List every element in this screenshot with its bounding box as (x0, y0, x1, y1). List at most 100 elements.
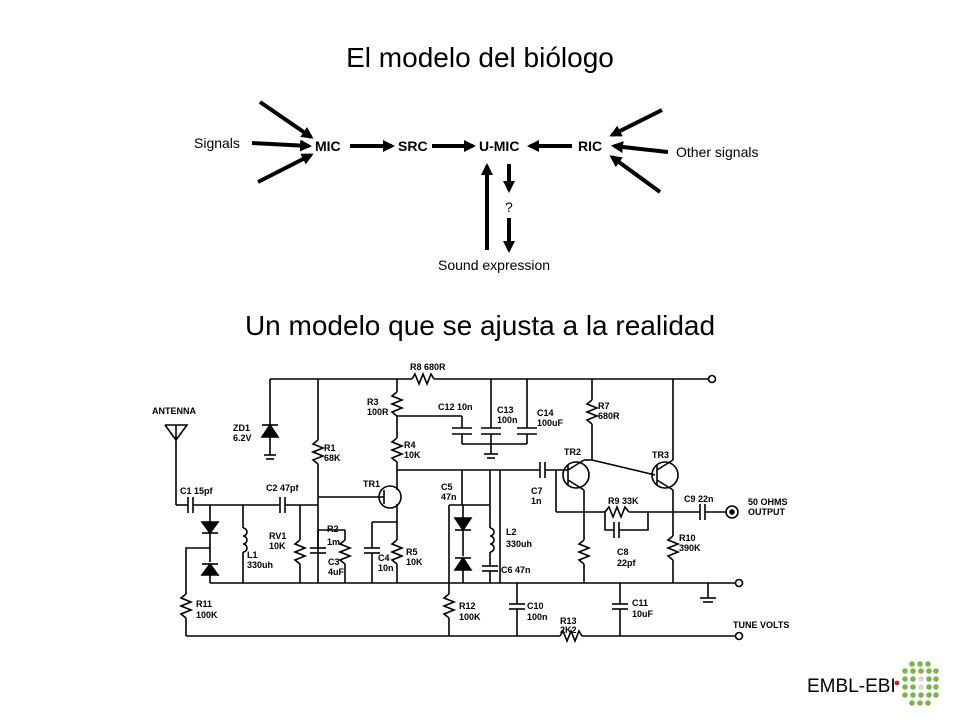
signal-arrow-2 (251, 139, 312, 152)
label-c10: C10 (527, 601, 544, 611)
label-r10-value: 390K (679, 543, 701, 553)
label-c12: C12 10n (438, 402, 473, 412)
label-r7: R7 (598, 401, 610, 411)
resistor-r3 (389, 391, 405, 417)
label-c11: C11 (632, 598, 648, 608)
label-c2: C2 47pf (266, 483, 300, 493)
bio-model-diagram: Signals Other signals MIC SRC U-MIC RIC … (194, 100, 758, 273)
resistor-r8 (411, 371, 435, 387)
label-c3-value: 4uF (328, 567, 345, 577)
question-mark: ? (505, 199, 513, 215)
label-c11-value: 10uF (632, 609, 654, 619)
node-ric: RIC (578, 138, 602, 154)
label-r11: R11 (196, 599, 212, 609)
label-c14-value: 100uF (537, 418, 564, 428)
inductor-l2 (489, 527, 495, 553)
embl-ebi-logo-text: EMBL-EBI (807, 676, 896, 697)
inductor-l1 (242, 527, 248, 553)
label-c8-value: 22pf (617, 558, 637, 568)
sound-expression-label: Sound expression (438, 257, 550, 273)
label-r11-value: 100K (196, 610, 218, 620)
label-r2: R2 (327, 524, 339, 534)
label-l2-value: 330uh (506, 539, 532, 549)
output-connector (725, 505, 739, 519)
zener-zd1 (260, 423, 280, 438)
label-tr3: TR3 (652, 450, 669, 460)
slide-title-top: El modelo del biólogo (346, 42, 614, 73)
label-rv1: RV1 (269, 531, 286, 541)
resistor-r9 (604, 504, 630, 520)
label-tune-volts: TUNE VOLTS (733, 620, 789, 630)
resistor-r11 (178, 593, 194, 619)
resistor-r2 (337, 539, 353, 565)
label-r2-value: 1m (327, 537, 340, 547)
label-c14: C14 (537, 408, 554, 418)
potentiometer-rv1 (292, 539, 308, 565)
node-u-mic: U-MIC (479, 138, 519, 154)
label-r7-value: 680R (598, 411, 620, 421)
label-tr2: TR2 (564, 447, 581, 457)
label-c10-value: 100n (527, 612, 548, 622)
label-output-ohms: 50 OHMS (748, 497, 788, 507)
varicap-diode-3 (453, 517, 473, 532)
radio-circuit-schematic (164, 371, 744, 644)
signals-label: Signals (194, 135, 240, 151)
label-r9: R9 33K (608, 496, 639, 506)
label-c6: C6 47n (501, 565, 531, 575)
label-antenna: ANTENNA (152, 406, 196, 416)
other-signal-arrow-1 (609, 108, 663, 137)
label-r3-value: 100R (367, 407, 389, 417)
label-c5-value: 47n (441, 492, 457, 502)
node-mic: MIC (315, 138, 341, 154)
label-r12-value: 100K (459, 612, 481, 622)
label-r4: R4 (404, 440, 416, 450)
other-signal-arrow-3 (609, 155, 662, 194)
transistor-tr2 (562, 461, 590, 489)
label-r1-value: 68K (324, 453, 341, 463)
slide-title-bottom: Un modelo que se ajusta a la realidad (244, 310, 716, 341)
label-r8: R8 680R (410, 362, 446, 372)
embl-ebi-logo-mark (894, 661, 939, 706)
label-r5-value: 10K (406, 557, 423, 567)
label-c5: C5 (441, 482, 453, 492)
label-c3: C3 (328, 557, 340, 567)
label-r1: R1 (324, 443, 336, 453)
varicap-diode-4 (453, 556, 473, 571)
resistor-r13 (559, 628, 583, 644)
label-c4: C4 (378, 553, 390, 563)
label-c1: C1 15pf (180, 486, 214, 496)
label-c8: C8 (617, 547, 629, 557)
label-c13-value: 100n (497, 415, 518, 425)
label-l2: L2 (506, 527, 517, 537)
label-r4-value: 10K (404, 450, 421, 460)
resistor-r7 (584, 399, 600, 425)
node-src: SRC (398, 138, 428, 154)
label-r5: R5 (406, 547, 418, 557)
label-c13: C13 (497, 405, 514, 415)
label-r13: R13 (560, 616, 577, 626)
label-r3: R3 (367, 397, 379, 407)
resistor-r4 (389, 437, 405, 463)
label-zd1-value: 6.2V (233, 433, 252, 443)
resistor-r12 (441, 593, 457, 619)
label-l1: L1 (247, 550, 258, 560)
circuit-labels: ANTENNA ZD1 6.2V R3 100R R8 680R C12 10n… (152, 362, 789, 635)
signal-arrow-1 (258, 100, 314, 139)
other-signal-arrow-2 (611, 141, 669, 154)
resistor-r10 (665, 535, 681, 561)
label-r12: R12 (459, 601, 476, 611)
other-signals-label: Other signals (676, 144, 758, 160)
transistor-tr3 (651, 461, 679, 489)
label-output: OUTPUT (748, 507, 786, 517)
label-c7: C7 (531, 486, 543, 496)
varicap-diode-2 (200, 562, 220, 576)
label-r10: R10 (679, 533, 696, 543)
label-l1-value: 330uh (247, 560, 273, 570)
label-rv1-value: 10K (269, 541, 286, 551)
label-c4-value: 10n (378, 563, 394, 573)
signal-arrow-3 (257, 153, 314, 184)
resistor-r5 (389, 539, 405, 565)
label-zd1: ZD1 (233, 423, 250, 433)
varicap-diode-1 (200, 521, 220, 535)
